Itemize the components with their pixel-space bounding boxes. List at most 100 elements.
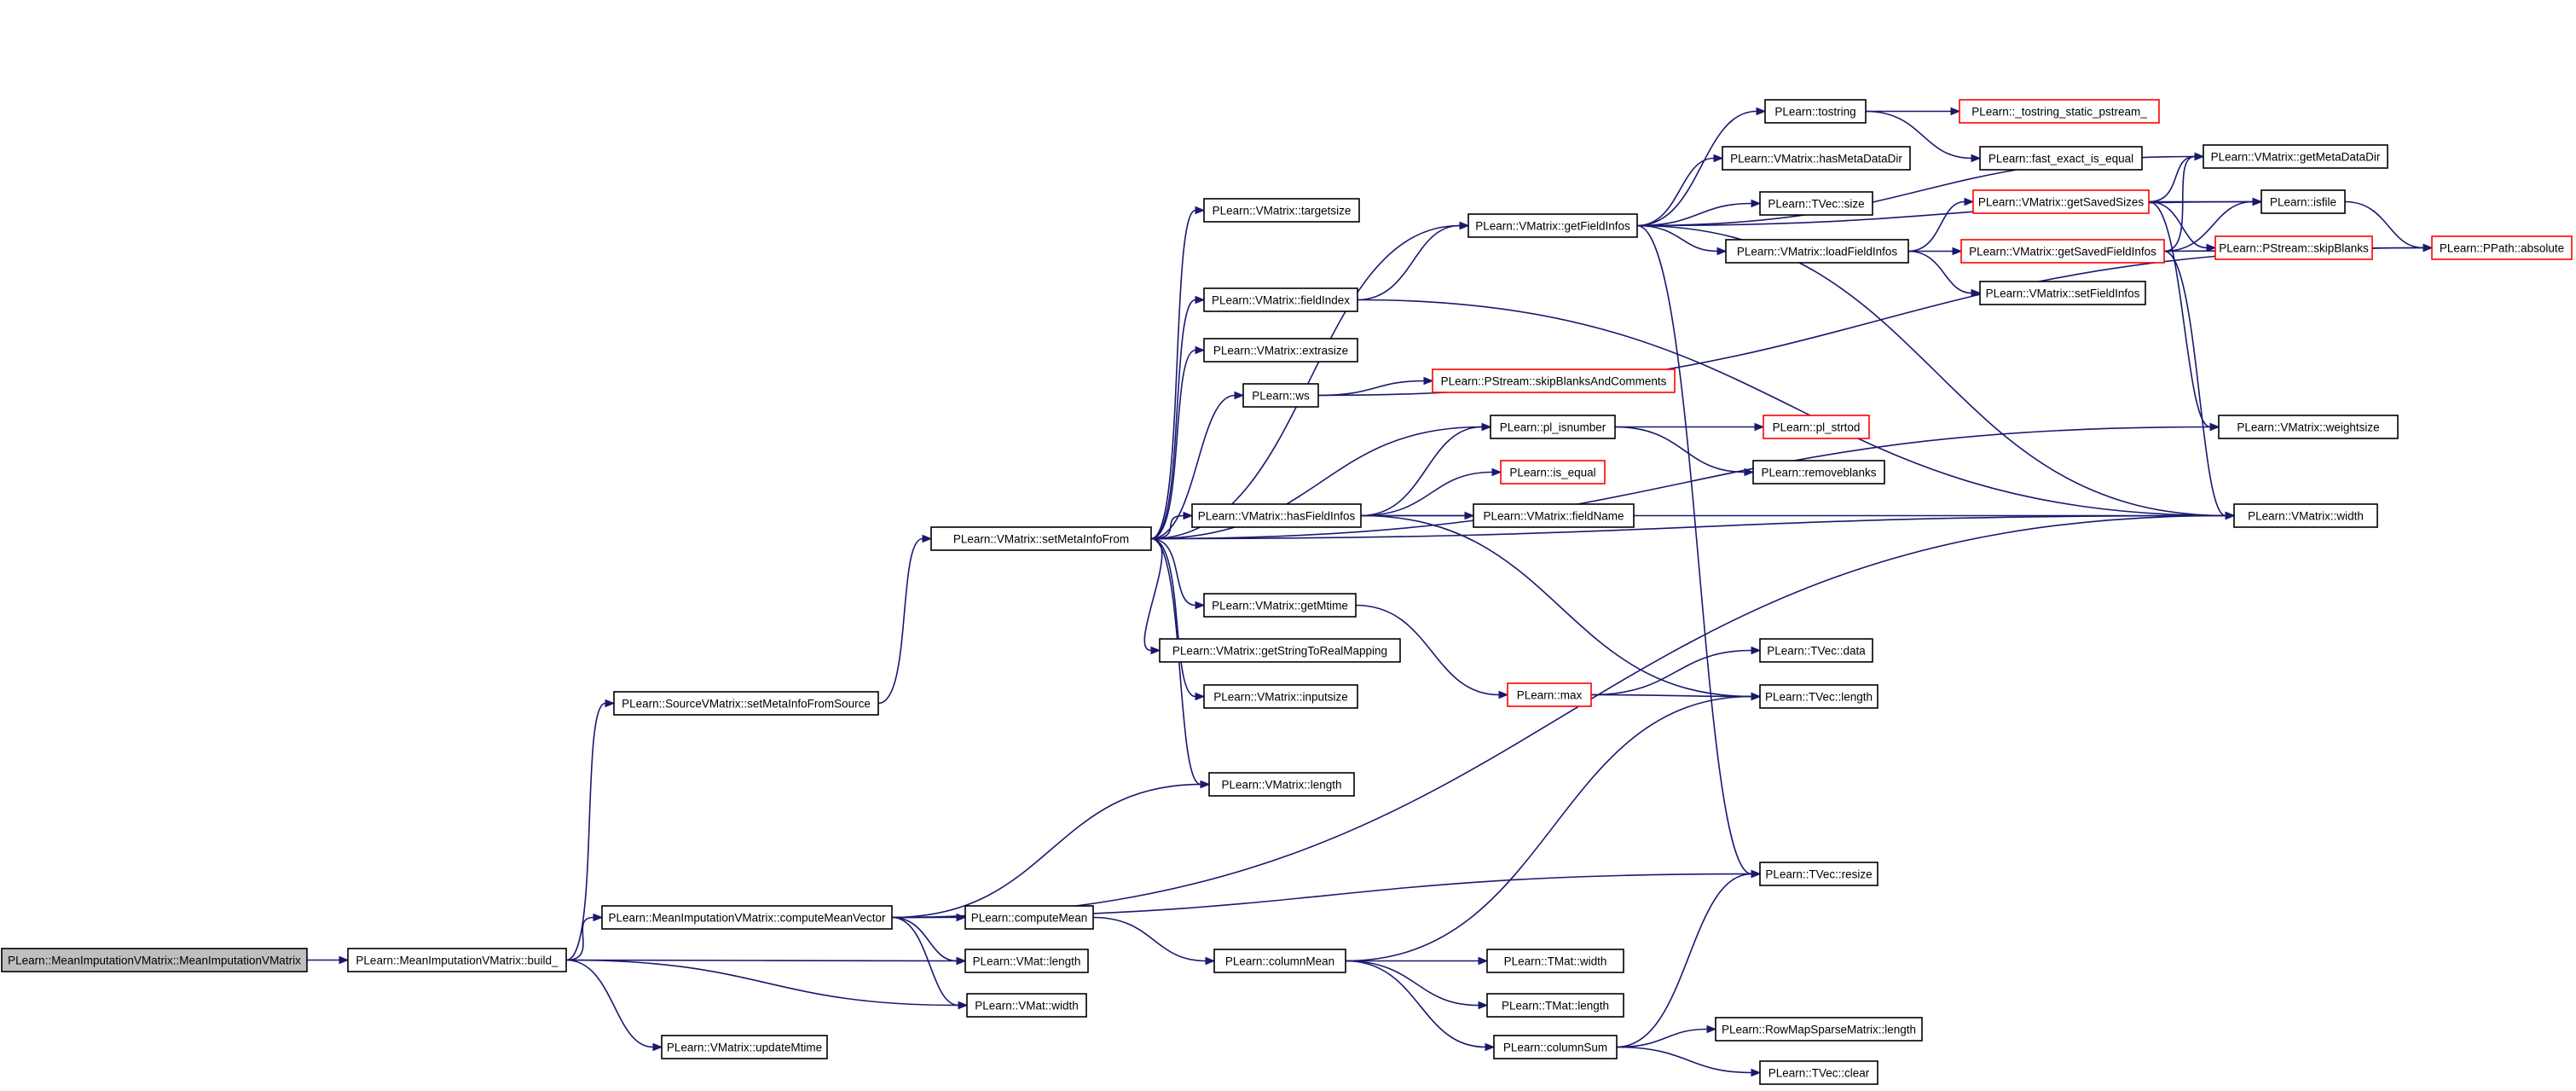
edge-line xyxy=(1636,224,1718,252)
node-plearn-vmatrix-getmetadatadir[interactable]: PLearn::VMatrix::getMetaDataDir xyxy=(2203,144,2388,169)
edge-getsfi-to-isfile xyxy=(2163,197,2263,252)
edge-line xyxy=(2163,155,2196,252)
node-plearn-rowmapsparsematrix-length[interactable]: PLearn::RowMapSparseMatrix::length xyxy=(1715,1017,1923,1042)
node-plearn-pl-isnumber[interactable]: PLearn::pl_isnumber xyxy=(1490,415,1616,439)
edge-colsum-to-tvclear xyxy=(1616,1046,1762,1077)
node-plearn-tvec-data[interactable]: PLearn::TVec::data xyxy=(1759,638,1873,663)
node-plearn-meanimputationvmatrix-build[interactable]: PLearn::MeanImputationVMatrix::build_ xyxy=(347,948,567,972)
node-plearn-vmatrix-setmetainfofrom[interactable]: PLearn::VMatrix::setMetaInfoFrom xyxy=(930,526,1152,551)
node-plearn-pstream-skipblanksandcomments[interactable]: PLearn::PStream::skipBlanksAndComments xyxy=(1432,369,1676,393)
node-plearn-tvec-resize[interactable]: PLearn::TVec::resize xyxy=(1759,862,1878,886)
node-plearn-vmatrix-getstringtorealmapping[interactable]: PLearn::VMatrix::getStringToRealMapping xyxy=(1159,638,1401,663)
node-plearn-pl-strtod[interactable]: PLearn::pl_strtod xyxy=(1763,415,1870,439)
node-plearn-meanimputationvmatrix-meanimputationvmatrix[interactable]: PLearn::MeanImputationVMatrix::MeanImput… xyxy=(1,948,308,972)
edge-arrowhead xyxy=(1754,422,1765,432)
node-plearn-ppath-absolute[interactable]: PLearn::PPath::absolute xyxy=(2431,235,2573,260)
edge-line xyxy=(1616,873,1752,1048)
edge-line xyxy=(1360,514,1752,698)
node-box xyxy=(1203,287,1358,312)
edge-cmv-to-vmw xyxy=(891,916,969,1010)
node-box xyxy=(1432,369,1676,393)
node-plearn-ws[interactable]: PLearn::ws xyxy=(1242,383,1319,408)
node-label: PLearn::TVec::size xyxy=(1768,198,1864,211)
node-plearn-vmatrix-getmtime[interactable]: PLearn::VMatrix::getMtime xyxy=(1203,593,1357,618)
edge-arrowhead xyxy=(1459,221,1470,230)
node-box xyxy=(601,905,893,930)
node-plearn-columnmean[interactable]: PLearn::columnMean xyxy=(1213,949,1346,973)
node-plearn-tvec-size[interactable]: PLearn::TVec::size xyxy=(1759,191,1873,216)
node-plearn-vmat-width[interactable]: PLearn::VMat::width xyxy=(966,993,1087,1018)
node-box xyxy=(1979,146,2143,171)
node-box xyxy=(1979,281,2146,305)
node-box xyxy=(2233,503,2378,528)
node-plearn-vmatrix-length[interactable]: PLearn::VMatrix::length xyxy=(1208,772,1355,797)
node-box xyxy=(2431,235,2573,260)
node-plearn-vmat-length[interactable]: PLearn::VMat::length xyxy=(964,949,1089,973)
node-label: PLearn::VMatrix::weightsize xyxy=(2237,421,2379,434)
node-plearn-vmatrix-inputsize[interactable]: PLearn::VMatrix::inputsize xyxy=(1203,684,1358,709)
node-plearn-vmatrix-width[interactable]: PLearn::VMatrix::width xyxy=(2233,503,2378,528)
edge-max-to-tvlen xyxy=(1590,692,1762,701)
edge-smif-to-targ xyxy=(1150,206,1206,540)
edge-line xyxy=(891,783,1201,919)
edge-getfi-to-hasmd xyxy=(1636,154,1724,227)
node-plearn-columnsum[interactable]: PLearn::columnSum xyxy=(1493,1035,1618,1059)
node-plearn-pstream-skipblanks[interactable]: PLearn::PStream::skipBlanks xyxy=(2214,235,2373,260)
node-box xyxy=(613,691,879,716)
edge-arrowhead xyxy=(1751,199,1762,208)
node-label: PLearn::tostring xyxy=(1774,106,1855,119)
edge-arrowhead xyxy=(2252,197,2263,206)
node-plearn-vmatrix-getfieldinfos[interactable]: PLearn::VMatrix::getFieldInfos xyxy=(1467,213,1638,238)
node-label: PLearn::columnSum xyxy=(1503,1042,1607,1054)
node-plearn-isfile[interactable]: PLearn::isfile xyxy=(2261,189,2346,214)
node-plearn-tvec-length[interactable]: PLearn::TVec::length xyxy=(1759,684,1878,709)
node-plearn-vmatrix-hasmetadatadir[interactable]: PLearn::VMatrix::hasMetaDataDir xyxy=(1722,146,1911,171)
node-plearn-vmatrix-loadfieldinfos[interactable]: PLearn::VMatrix::loadFieldInfos xyxy=(1725,239,1909,264)
edge-line xyxy=(565,959,958,962)
node-plearn-tostring[interactable]: PLearn::tostring xyxy=(1764,99,1867,124)
edge-line xyxy=(1360,426,1483,517)
node-plearn-vmatrix-setfieldinfos[interactable]: PLearn::VMatrix::setFieldInfos xyxy=(1979,281,2146,305)
node-plearn-tvec-clear[interactable]: PLearn::TVec::clear xyxy=(1759,1060,1878,1085)
node-plearn-sourcevmatrix-setmetainfofromsource[interactable]: PLearn::SourceVMatrix::setMetaInfoFromSo… xyxy=(613,691,879,716)
node-plearn-vmatrix-hasfieldinfos[interactable]: PLearn::VMatrix::hasFieldInfos xyxy=(1191,503,1362,528)
node-plearn-vmatrix-targetsize[interactable]: PLearn::VMatrix::targetsize xyxy=(1203,198,1360,223)
edge-arrowhead xyxy=(1195,601,1206,610)
node-label: PLearn::VMat::length xyxy=(973,955,1081,968)
edge-arrowhead xyxy=(593,913,604,922)
node-plearn-tmat-width[interactable]: PLearn::TMat::width xyxy=(1486,949,1624,973)
edge-getsfi-to-getmdd xyxy=(2163,152,2205,252)
node-plearn-vmatrix-updatemtime[interactable]: PLearn::VMatrix::updateMtime xyxy=(661,1035,828,1059)
node-plearn-vmatrix-fieldname[interactable]: PLearn::VMatrix::fieldName xyxy=(1473,503,1635,528)
node-plearn-tostring-static-pstream[interactable]: PLearn::_tostring_static_pstream_ xyxy=(1959,99,2160,124)
node-plearn-removeblanks[interactable]: PLearn::removeblanks xyxy=(1752,460,1885,485)
node-label: PLearn::VMatrix::fieldName xyxy=(1483,510,1624,523)
node-plearn-vmatrix-weightsize[interactable]: PLearn::VMatrix::weightsize xyxy=(2218,415,2399,439)
node-plearn-vmatrix-getsavedfieldinfos[interactable]: PLearn::VMatrix::getSavedFieldInfos xyxy=(1960,239,2165,264)
node-plearn-vmatrix-fieldindex[interactable]: PLearn::VMatrix::fieldIndex xyxy=(1203,287,1358,312)
edge-line xyxy=(1150,426,2211,540)
node-plearn-is-equal[interactable]: PLearn::is_equal xyxy=(1500,460,1606,485)
node-box xyxy=(1507,682,1592,707)
node-label: PLearn::removeblanks xyxy=(1761,467,1876,479)
node-label: PLearn::computeMean xyxy=(971,912,1088,925)
node-label: PLearn::PStream::skipBlanks xyxy=(2219,242,2369,255)
edge-line xyxy=(1355,604,1500,696)
edge-arrowhead xyxy=(1952,247,1963,256)
node-box xyxy=(930,526,1152,551)
node-plearn-computemean[interactable]: PLearn::computeMean xyxy=(964,905,1094,930)
node-plearn-meanimputationvmatrix-computemeanvector[interactable]: PLearn::MeanImputationVMatrix::computeMe… xyxy=(601,905,893,930)
edge-arrowhead xyxy=(2423,243,2434,252)
node-plearn-fast-exact-is-equal[interactable]: PLearn::fast_exact_is_equal xyxy=(1979,146,2143,171)
node-plearn-vmatrix-extrasize[interactable]: PLearn::VMatrix::extrasize xyxy=(1203,338,1358,363)
node-box xyxy=(1715,1017,1923,1042)
node-plearn-tmat-length[interactable]: PLearn::TMat::length xyxy=(1486,993,1624,1018)
edge-line xyxy=(1590,649,1752,696)
node-box xyxy=(1722,146,1911,171)
node-plearn-vmatrix-getsavedsizes[interactable]: PLearn::VMatrix::getSavedSizes xyxy=(1972,189,2150,214)
node-box xyxy=(1972,189,2150,214)
node-box xyxy=(1500,460,1606,485)
node-label: PLearn::VMatrix::hasMetaDataDir xyxy=(1730,153,1902,165)
node-plearn-max[interactable]: PLearn::max xyxy=(1507,682,1592,707)
edge-line xyxy=(2148,200,2211,428)
